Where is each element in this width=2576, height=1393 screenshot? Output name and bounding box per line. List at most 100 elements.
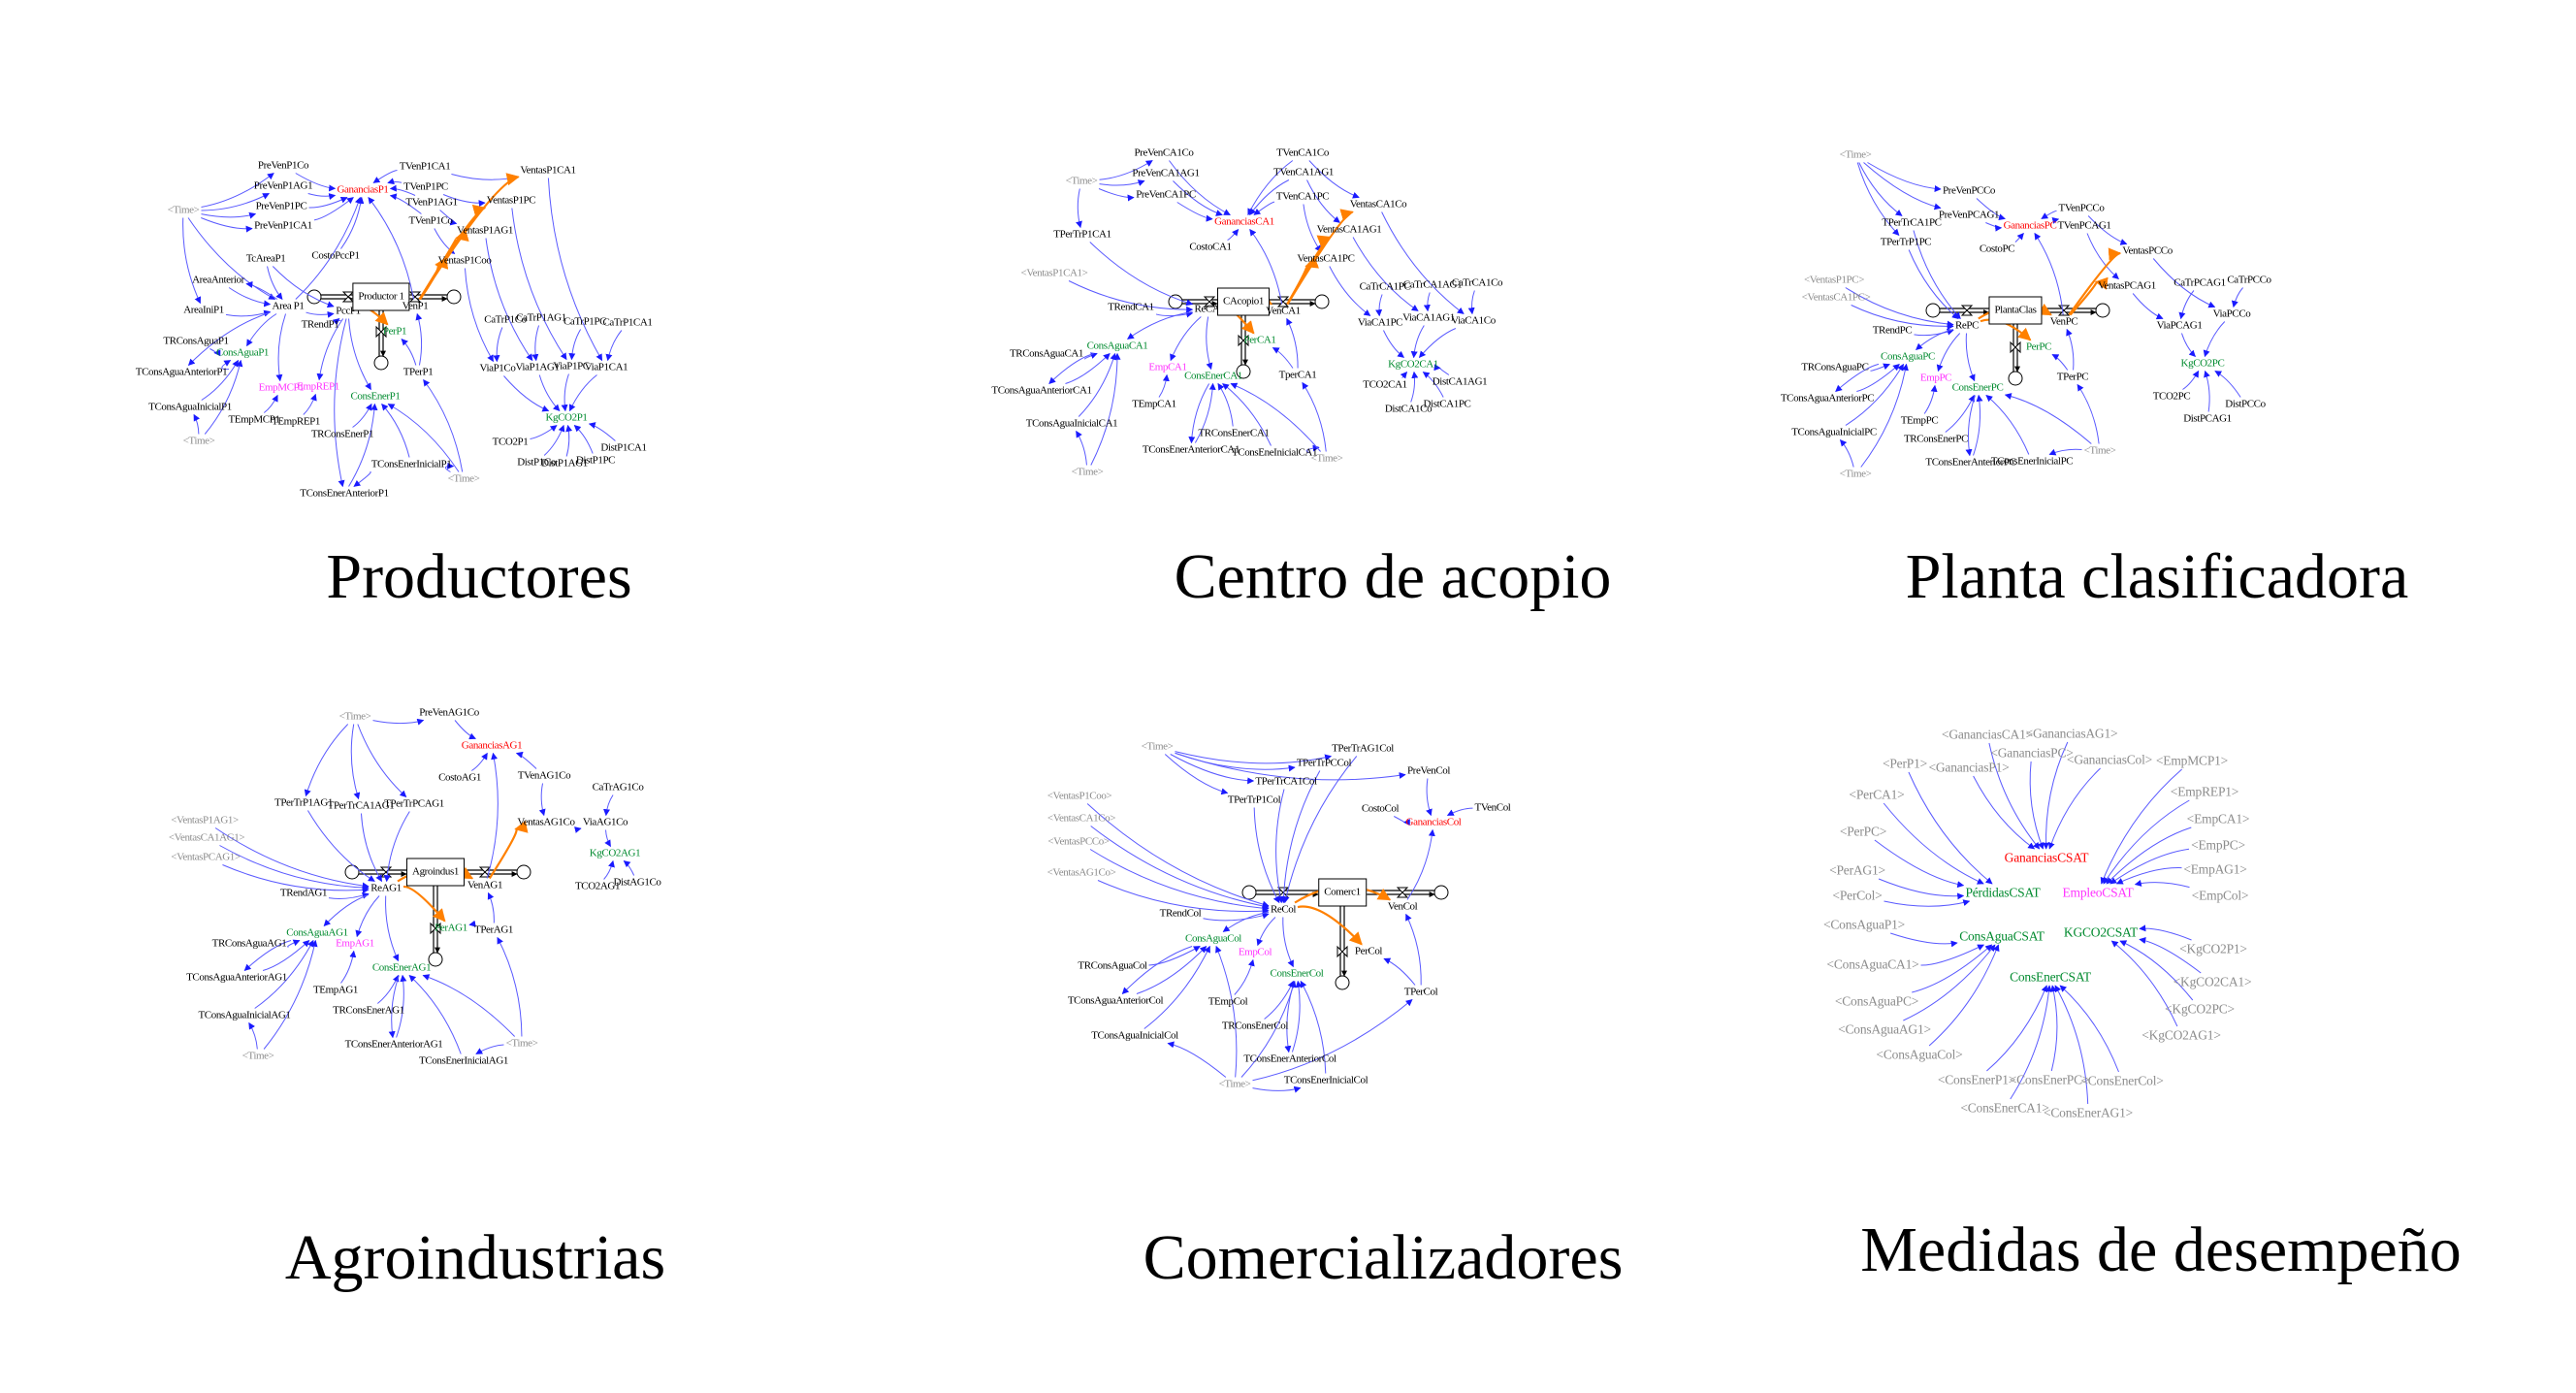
variable-area-ini-p1: AreaIniP1 bbox=[183, 304, 224, 316]
variable-emp-col: EmpCol bbox=[1238, 946, 1272, 958]
variable-per-ca1: <PerCA1> bbox=[1849, 787, 1905, 802]
causal-link-emp-ag1-to-empleo-csat bbox=[2115, 867, 2182, 885]
variable-re-ca1: ReCA1 bbox=[1194, 303, 1225, 315]
causal-link-time-b-to-cons-ener-pc bbox=[2004, 393, 2092, 444]
stock-comerc1: Comerc1 bbox=[1318, 878, 1367, 907]
causal-link-cons-agua-ca1-to-cons-agua-csat bbox=[1920, 944, 1985, 966]
causal-link-re-col-to-cons-ener-col bbox=[1282, 917, 1294, 968]
variable-per-pc: <PerPC> bbox=[1839, 824, 1887, 839]
causal-link-trcons-ener-col-to-cons-ener-col bbox=[1264, 980, 1295, 1020]
variable-cons-ener-col: <ConsEnerCol> bbox=[2080, 1073, 2164, 1088]
causal-link-tven-ca1pc-to-ganancias-ca1 bbox=[1253, 201, 1275, 215]
variable-ventas-p1ag1: <VentasP1AG1> bbox=[171, 814, 239, 826]
causal-link-time-b-to-cons-agua-col bbox=[1215, 945, 1238, 1078]
variable-cons-agua-csat: ConsAguaCSAT bbox=[1959, 928, 2045, 944]
panel-title: Centro de acopio bbox=[1174, 541, 1612, 612]
variable-emp-mcp1: EmpMCP1 bbox=[258, 381, 305, 394]
variable-tper-tr-p1ca1: TPerTrP1CA1 bbox=[1053, 228, 1111, 241]
material-link-ven-ca1-to-ventas-ca1pc bbox=[1286, 256, 1320, 306]
variable-kg-co2ca1: <KgCO2CA1> bbox=[2173, 974, 2252, 989]
variable-kg-co2ag1: KgCO2AG1 bbox=[589, 847, 641, 859]
variable-ca-tr-ca1pc: CaTrCA1PC bbox=[1359, 280, 1411, 293]
causal-link-tcons-ener-inicial-p1-to-cons-ener-p1 bbox=[381, 403, 410, 458]
causal-link-cons-agua-p1-to-cons-agua-csat bbox=[1890, 932, 1958, 948]
variable-tcons-agua-anterior-col: TConsAguaAnteriorCol bbox=[1067, 994, 1164, 1007]
variable-tper-tr-p1pc: TPerTrP1PC bbox=[1880, 236, 1932, 248]
source-sink-cloud-icon bbox=[446, 289, 462, 305]
variable-ca-tr-ca1co: CaTrCA1Co bbox=[1451, 276, 1503, 289]
causal-link-time-c-to-tcons-agua-inicial-ca1 bbox=[1076, 430, 1087, 466]
causal-link-trcons-agua-ca1-to-cons-agua-ca1 bbox=[1084, 352, 1098, 360]
causal-link-area-p1-to-ganancias-p1 bbox=[295, 196, 362, 300]
variable-trend-p1: TRendP1 bbox=[301, 318, 339, 331]
variable-ca-tr-p1ca1: CaTrP1CA1 bbox=[602, 316, 653, 329]
causal-link-time-a-to-pre-ven-ag1co bbox=[372, 718, 425, 726]
variable-kg-co2ag1: <KgCO2AG1> bbox=[2141, 1027, 2221, 1043]
causal-link-ventas-ca1ag1-to-via-ca1ag1 bbox=[1352, 237, 1419, 311]
causal-link-emp-rep1-to-empleo-csat bbox=[2103, 799, 2190, 885]
variable-tcons-ener-anterior-pc: TConsEnerAnteriorPC bbox=[1925, 456, 2016, 469]
variable-tper-tr-ca1ag1: TPerTrCA1AG1 bbox=[327, 799, 395, 812]
variable-tper-ag1: TPerAG1 bbox=[474, 923, 513, 936]
causal-link-per-ag1-to-perdidas-csat bbox=[1878, 878, 1965, 900]
causal-link-tper-p1-to-per-p1 bbox=[401, 338, 417, 366]
variable-re-col: ReCol bbox=[1270, 903, 1297, 916]
variable-cons-ener-ag1: ConsEnerAG1 bbox=[371, 961, 432, 974]
variable-temp-rep1: TEmpREP1 bbox=[272, 415, 320, 428]
source-sink-cloud-icon bbox=[1925, 303, 1941, 318]
variable-pre-ven-p1ag1: PreVenP1AG1 bbox=[253, 179, 313, 192]
causal-link-time-a-to-tper-tr-ca1ag1 bbox=[350, 724, 361, 800]
causal-link-pre-ven-col-to-ganancias-col bbox=[1426, 778, 1433, 817]
causal-link-re-pc-to-cons-ener-pc bbox=[1965, 333, 1976, 382]
variable-tcons-agua-anterior-pc: TConsAguaAnteriorPC bbox=[1780, 392, 1875, 405]
variable-via-pcco: ViaPCCo bbox=[2212, 308, 2251, 320]
causal-link-trend-col-to-re-col bbox=[1203, 912, 1270, 922]
causal-link-time-a-to-tper-tr-pcag1 bbox=[357, 724, 407, 797]
variable-tper-ca1: TperCA1 bbox=[1278, 369, 1317, 381]
variable-costo-col: CostoCol bbox=[1361, 802, 1400, 815]
causal-link-tven-ag1co-to-ventas-ag1co bbox=[538, 783, 546, 817]
variable-ventas-ca1co: <VentasCA1Co> bbox=[1046, 812, 1116, 825]
causal-link-time-a-to-tper-tr-p1col bbox=[1164, 754, 1229, 795]
causal-link-ganancias-pc-to-ganancias-csat bbox=[2029, 761, 2045, 850]
variable-cons-agua-ag1: ConsAguaAG1 bbox=[286, 926, 348, 939]
causal-link-area-p1-to-emp-mcp1 bbox=[275, 313, 287, 382]
causal-link-time-b-to-cons-ener-ag1 bbox=[422, 974, 516, 1037]
variable-dist-p1co: DistP1Co bbox=[517, 456, 556, 469]
causal-link-ven-col-to-ganancias-col bbox=[1406, 828, 1435, 900]
causal-link-time-c-to-cons-agua-pc bbox=[1860, 363, 1909, 468]
variable-tco2p1: TCO2P1 bbox=[492, 436, 529, 448]
material-link-ven-p1-to-ventas-p1coo bbox=[419, 256, 449, 301]
flow-valve-icon bbox=[2010, 340, 2021, 354]
causal-link-tper-p1-to-ven-p1 bbox=[415, 312, 423, 366]
variable-tcons-agua-inicial-ca1: TConsAguaInicialCA1 bbox=[1025, 417, 1118, 430]
variable-kgco2csat: KGCO2CSAT bbox=[2063, 924, 2139, 940]
causal-link-area-p1-to-pcc-p1 bbox=[306, 310, 335, 318]
variable-cons-ener-ag1: <ConsEnerAG1> bbox=[2043, 1105, 2134, 1120]
causal-link-time-a-to-tper-tr-ca1col bbox=[1170, 754, 1255, 785]
variable-tcons-agua-anterior-ca1: TConsAguaAnteriorCA1 bbox=[991, 384, 1092, 397]
causal-link-time-c-to-cons-agua-ca1 bbox=[1090, 352, 1121, 466]
variable-tven-p1pc: TVenP1PC bbox=[403, 180, 448, 193]
variable-ganancias-ca1: GananciasCA1 bbox=[1214, 215, 1274, 228]
variable-cons-agua-ag1: <ConsAguaAG1> bbox=[1838, 1021, 1931, 1037]
variable-emp-pc: EmpPC bbox=[1919, 372, 1952, 384]
variable-cons-agua-pc: ConsAguaPC bbox=[1881, 350, 1935, 363]
variable-re-pc: RePC bbox=[1954, 319, 1980, 332]
causal-link-dist-p1ca1-to-kg-co2p1 bbox=[588, 422, 616, 441]
causal-link-time-a-to-tper-tr-pccol bbox=[1175, 752, 1296, 772]
panel-title: Planta clasificadora bbox=[1905, 541, 2409, 612]
causal-link-trcons-agua-col-to-cons-agua-col bbox=[1148, 946, 1201, 966]
causal-link-tper-ag1-to-ven-ag1 bbox=[487, 891, 495, 923]
causal-link-ventas-ca1ag1-to-re-ag1 bbox=[219, 845, 370, 891]
variable-ventas-ag1co: VentasAG1Co bbox=[517, 816, 575, 828]
variable-per-ag1: PerAG1 bbox=[435, 922, 467, 934]
causal-link-tper-col-to-per-col bbox=[1383, 957, 1416, 986]
variable-ventas-p1coo: <VentasP1Coo> bbox=[1046, 790, 1112, 802]
causal-link-emp-ca1-to-empleo-csat bbox=[2106, 826, 2192, 885]
variable-tcons-agua-anterior-p1: TConsAguaAnteriorP1 bbox=[135, 366, 228, 378]
causal-link-dist-pcag1-to-kg-co2pc bbox=[2204, 370, 2210, 412]
causal-link-re-col-to-cons-agua-col bbox=[1222, 911, 1270, 932]
variable-cons-agua-ca1: ConsAguaCA1 bbox=[1086, 340, 1148, 352]
